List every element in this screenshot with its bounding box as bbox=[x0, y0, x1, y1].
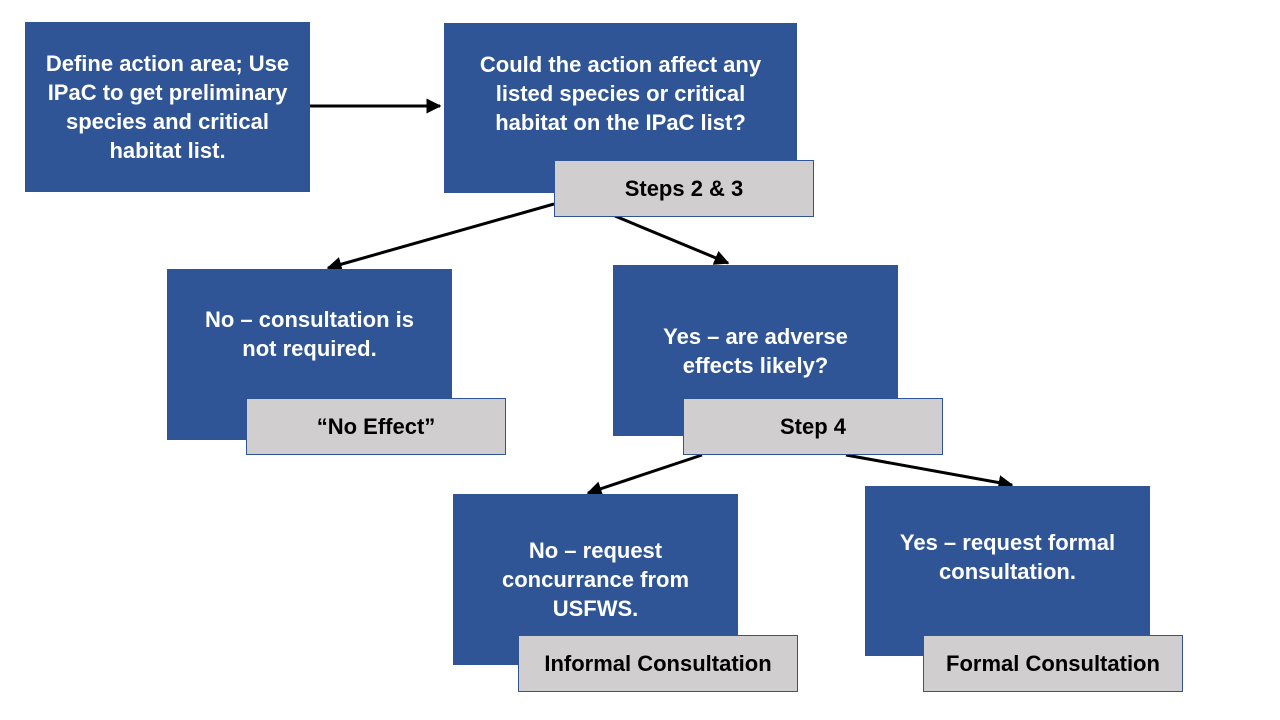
tag-steps-2-3-text: Steps 2 & 3 bbox=[624, 175, 744, 201]
tag-formal-consultation: Formal Consultation bbox=[923, 635, 1183, 692]
arrow-step4-to-no-request bbox=[586, 453, 703, 496]
box-could-text: Could the action affect any listed speci… bbox=[479, 51, 762, 135]
box-no-request-text: No – request concurrance from USFWS. bbox=[501, 538, 690, 621]
box-yes-request-text: Yes – request formal consultation. bbox=[899, 530, 1116, 584]
tag-formal-text: Formal Consultation bbox=[946, 650, 1160, 676]
box-no-consultation-text: No – consultation is not required. bbox=[204, 306, 415, 361]
arrow-step4-to-yes-request bbox=[845, 453, 1014, 490]
arrow-could-to-yes bbox=[614, 214, 730, 265]
box-yes-adverse-text: Yes – are adverse effects likely? bbox=[663, 323, 848, 378]
box-yes-request-formal: Yes – request formal consultation. bbox=[865, 486, 1150, 656]
tag-step-4-text: Step 4 bbox=[779, 413, 847, 439]
tag-informal-consultation: Informal Consultation bbox=[518, 635, 798, 692]
box-define-action-area: Define action area; Use IPaC to get prel… bbox=[25, 22, 310, 192]
tag-no-effect: “No Effect” bbox=[246, 398, 506, 455]
arrow-could-to-no bbox=[326, 202, 555, 272]
tag-step-4: Step 4 bbox=[683, 398, 943, 455]
tag-no-effect-text: “No Effect” bbox=[316, 413, 436, 439]
box-define-text: Define action area; Use IPaC to get prel… bbox=[45, 51, 290, 163]
tag-steps-2-3: Steps 2 & 3 bbox=[554, 160, 814, 217]
box-could-action-affect: Could the action affect any listed speci… bbox=[444, 23, 797, 193]
tag-informal-text: Informal Consultation bbox=[544, 650, 772, 676]
